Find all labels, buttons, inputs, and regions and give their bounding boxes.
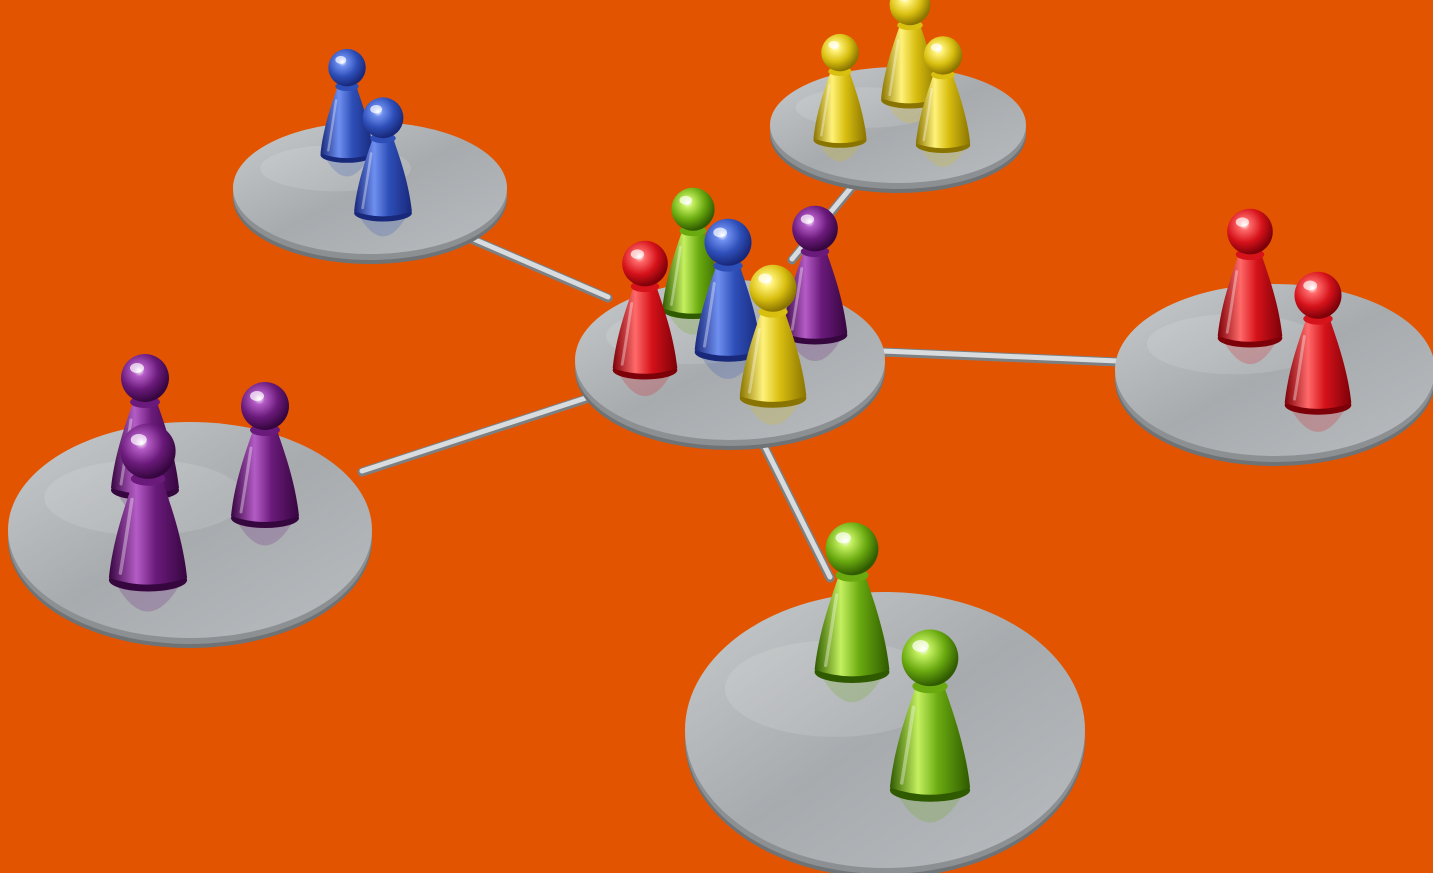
pawns (108, 0, 1352, 823)
red-pawn (1284, 271, 1352, 432)
rod-left (359, 391, 601, 474)
red-pawn (612, 240, 678, 397)
blue-pawn (320, 48, 374, 177)
rod-bottom (757, 434, 833, 580)
green-pawn (814, 522, 890, 703)
purple-pawn (231, 382, 299, 546)
platform-bottom (685, 592, 1085, 873)
red-pawn (1217, 208, 1283, 365)
platform-right (1115, 284, 1433, 466)
blue-pawn (694, 218, 762, 379)
yellow-pawn (881, 0, 939, 124)
rod-top-left (452, 228, 611, 300)
platforms (8, 67, 1433, 873)
yellow-pawn (739, 264, 807, 425)
yellow-pawn (915, 36, 971, 167)
platform-left (8, 422, 372, 648)
connector-rods (357, 175, 1123, 583)
yellow-pawn (813, 33, 867, 162)
green-pawn (889, 629, 971, 823)
purple-pawn (108, 423, 188, 612)
blue-pawn (354, 97, 412, 237)
rod-right (879, 348, 1121, 364)
purple-pawn (782, 205, 848, 362)
